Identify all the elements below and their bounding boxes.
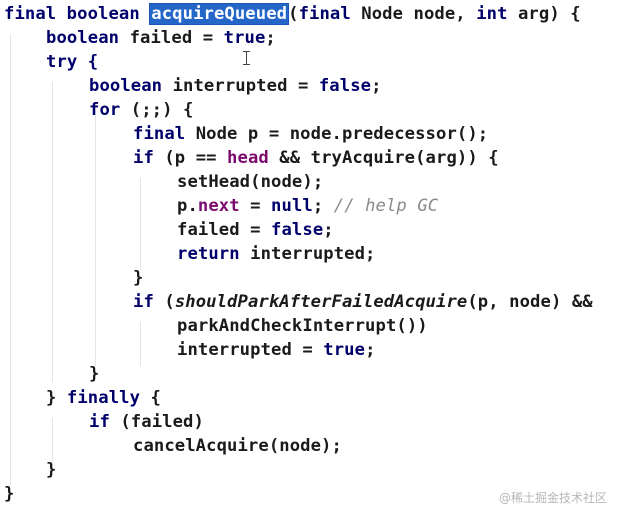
code-line-13[interactable]: if (shouldParkAfterFailedAcquire(p, node…: [133, 290, 593, 314]
code-line-17[interactable]: } finally {: [46, 386, 161, 410]
code-line-8[interactable]: setHead(node);: [177, 170, 323, 194]
code-text: }: [46, 460, 57, 480]
code-line-10[interactable]: failed = false;: [177, 218, 334, 242]
code-line-3[interactable]: try {: [46, 50, 98, 74]
code-text: interrupted = true;: [177, 340, 376, 360]
code-line-19[interactable]: cancelAcquire(node);: [133, 434, 342, 458]
code-line-12[interactable]: }: [133, 266, 143, 290]
code-line-18[interactable]: if (failed): [89, 410, 204, 434]
code-line-9[interactable]: p.next = null; // help GC: [177, 194, 438, 218]
method-modifiers: final boolean: [4, 4, 151, 24]
code-line-1[interactable]: final boolean acquireQueued(final Node n…: [4, 2, 581, 26]
code-line-11[interactable]: return interrupted;: [177, 242, 376, 266]
code-text: cancelAcquire(node);: [133, 436, 342, 456]
indent-guide: [140, 322, 141, 366]
code-text: }: [4, 484, 15, 504]
indent-guide: [52, 418, 53, 466]
method-signature: (final Node node, int arg) {: [288, 4, 581, 24]
code-line-7[interactable]: if (p == head && tryAcquire(arg)) {: [133, 146, 499, 170]
code-text: if (p == head && tryAcquire(arg)) {: [133, 148, 499, 168]
code-text: p.next = null;: [177, 196, 334, 216]
indent-guide: [10, 34, 11, 486]
code-line-2[interactable]: boolean failed = true;: [46, 26, 276, 50]
code-comment: // help GC: [333, 196, 439, 216]
code-line-14[interactable]: parkAndCheckInterrupt()): [177, 314, 428, 338]
indent-guide: [140, 178, 141, 270]
code-line-4[interactable]: boolean interrupted = false;: [89, 74, 382, 98]
code-line-5[interactable]: for (;;) {: [89, 98, 193, 122]
watermark: @稀土掘金技术社区: [498, 491, 607, 505]
method-name-selected[interactable]: acquireQueued: [149, 3, 290, 25]
code-text: } finally {: [46, 388, 161, 408]
code-text: parkAndCheckInterrupt()): [177, 316, 428, 336]
code-text: if (shouldParkAfterFailedAcquire(p, node…: [133, 292, 593, 312]
code-text: boolean interrupted = false;: [89, 76, 382, 96]
code-text: for (;;) {: [89, 100, 194, 120]
code-line-16[interactable]: }: [89, 362, 99, 386]
code-text: if (failed): [89, 412, 204, 432]
code-text: return interrupted;: [177, 244, 376, 264]
text-cursor-icon: [243, 51, 250, 65]
code-text: try {: [46, 52, 99, 72]
code-line-15[interactable]: interrupted = true;: [177, 338, 376, 362]
indent-guide: [52, 82, 53, 382]
code-text: boolean failed = true;: [46, 28, 276, 48]
code-text: setHead(node);: [177, 172, 324, 192]
code-line-21[interactable]: }: [4, 482, 14, 506]
code-text: }: [89, 364, 100, 384]
indent-guide: [95, 106, 96, 366]
code-text: final Node p = node.predecessor();: [133, 124, 489, 144]
code-text: failed = false;: [177, 220, 334, 240]
code-text: }: [133, 268, 144, 288]
code-line-20[interactable]: }: [46, 458, 56, 482]
code-line-6[interactable]: final Node p = node.predecessor();: [133, 122, 488, 146]
